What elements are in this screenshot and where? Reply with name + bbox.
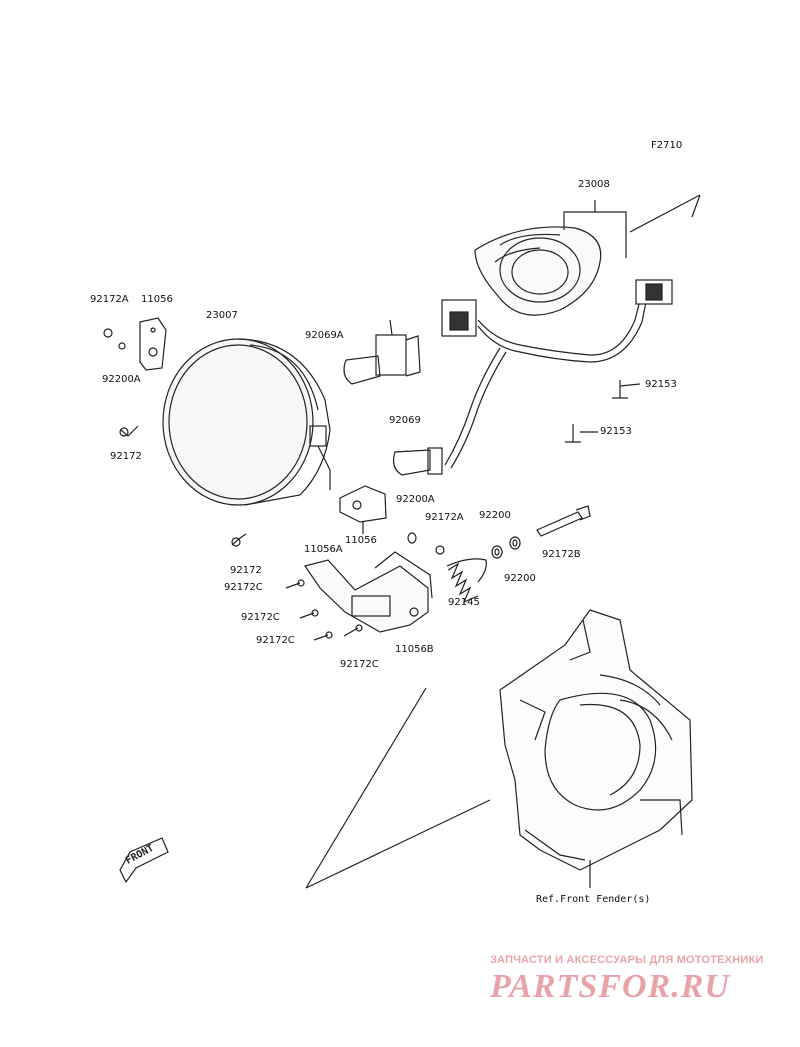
headlight-unit — [162, 338, 331, 506]
part-label-11056-mid[interactable]: 11056 — [345, 535, 377, 546]
part-label-92069[interactable]: 92069 — [389, 415, 421, 426]
watermark-logo: PARTSFOR.RU — [490, 968, 730, 1005]
bulb-92069A — [343, 319, 421, 385]
screw-92172-mid — [231, 533, 247, 547]
part-label-11056-top[interactable]: 11056 — [141, 294, 173, 305]
screw-92172-left — [119, 425, 139, 437]
part-label-92172-left[interactable]: 92172 — [110, 451, 142, 462]
guide-line-2 — [305, 799, 491, 889]
mount-bracket — [304, 551, 433, 633]
part-label-92200-top[interactable]: 92200 — [479, 510, 511, 521]
guide-line-1 — [305, 687, 427, 889]
direction-line-top-2 — [691, 194, 701, 218]
part-label-92153-a[interactable]: 92153 — [645, 379, 677, 390]
part-label-92172A-left[interactable]: 92172A — [90, 294, 129, 305]
front-fender — [499, 609, 693, 888]
screw-92172A-mid — [435, 545, 445, 555]
part-label-92200-bottom[interactable]: 92200 — [504, 573, 536, 584]
washer-92200A-mid — [407, 532, 417, 544]
part-label-92172-mid[interactable]: 92172 — [230, 565, 262, 576]
wire-harness — [441, 279, 673, 469]
spring-92145 — [446, 558, 487, 604]
part-label-23008[interactable]: 23008 — [578, 179, 610, 190]
part-label-92200A-mid[interactable]: 92200A — [396, 494, 435, 505]
part-label-92172C-2[interactable]: 92172C — [241, 612, 280, 623]
part-label-92172C-3[interactable]: 92172C — [256, 635, 295, 646]
figure-code: F2710 — [651, 140, 683, 151]
part-label-92172C-4[interactable]: 92172C — [340, 659, 379, 670]
direction-line-top — [629, 194, 701, 233]
rubber-boot-23008 — [474, 226, 602, 316]
watermark-subtitle: ЗАПЧАСТИ И АКСЕССУАРЫ ДЛЯ МОТОТЕХНИКИ — [490, 954, 764, 966]
screw-92153-b — [565, 424, 598, 443]
screws-92172C — [285, 579, 363, 641]
bracket-top-left — [139, 317, 167, 371]
part-label-92172A-mid[interactable]: 92172A — [425, 512, 464, 523]
part-label-92153-b[interactable]: 92153 — [600, 426, 632, 437]
front-direction-arrow — [119, 837, 169, 884]
part-label-92069A[interactable]: 92069A — [305, 330, 344, 341]
part-label-92200A-left[interactable]: 92200A — [102, 374, 141, 385]
label-bracket-23008 — [563, 200, 627, 258]
part-label-92172B[interactable]: 92172B — [542, 549, 581, 560]
reference-note: Ref.Front Fender(s) — [536, 894, 651, 905]
part-label-92172C-1[interactable]: 92172C — [224, 582, 263, 593]
part-label-11056B[interactable]: 11056B — [395, 644, 434, 655]
part-label-11056A[interactable]: 11056A — [304, 544, 343, 555]
part-label-92145[interactable]: 92145 — [448, 597, 480, 608]
bolt-92172B — [536, 505, 591, 537]
screw-92153-a — [612, 380, 641, 399]
part-label-23007[interactable]: 23007 — [206, 310, 238, 321]
screw-92172A-left — [103, 328, 126, 350]
washer-92200-top — [491, 545, 503, 559]
washer-92200-bottom — [509, 536, 521, 550]
bulb-92069 — [392, 447, 443, 476]
bracket-mid-11056 — [339, 485, 387, 534]
